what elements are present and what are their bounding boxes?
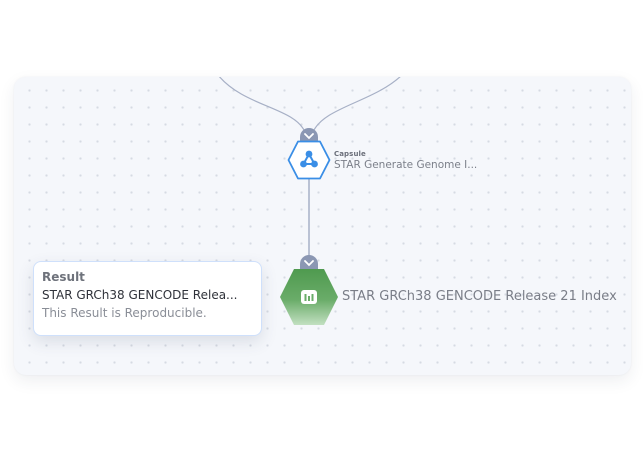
capsule-node-label[interactable]: Capsule STAR Generate Genome I...	[334, 150, 477, 171]
capsule-node[interactable]	[287, 140, 331, 180]
tooltip-reproducible-status: This Result is Reproducible.	[42, 306, 207, 320]
capsule-input-connector[interactable]	[300, 128, 318, 144]
capsule-title: STAR Generate Genome I...	[334, 159, 478, 171]
chevron-down-icon	[304, 259, 314, 266]
edge-right-to-capsule	[312, 77, 401, 133]
pipeline-canvas[interactable]: Capsule STAR Generate Genome I... STAR G…	[14, 77, 631, 375]
capsule-type-label: Capsule	[334, 150, 366, 158]
chart-bars-icon	[301, 290, 317, 304]
result-node-label[interactable]: STAR GRCh38 GENCODE Release 21 Index	[342, 289, 617, 304]
chevron-down-icon	[304, 132, 314, 139]
result-input-connector[interactable]	[300, 255, 318, 271]
tooltip-heading: Result	[42, 270, 85, 284]
tooltip-result-name: STAR GRCh38 GENCODE Relea...	[42, 288, 238, 302]
capsule-network-icon	[300, 150, 318, 168]
edge-left-to-capsule	[219, 77, 306, 133]
result-node[interactable]	[279, 268, 339, 326]
result-tooltip: Result STAR GRCh38 GENCODE Relea... This…	[33, 261, 262, 336]
